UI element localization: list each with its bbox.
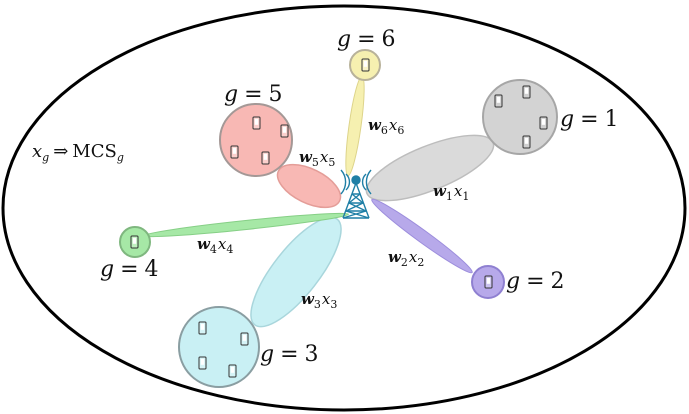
group-clusters bbox=[119, 49, 558, 388]
phone-icon bbox=[252, 116, 261, 130]
beam-weight-labels: w1x1 w2x2 w3x3 w4x4 w5x5 w6x6 bbox=[197, 116, 469, 311]
beam-6-weight: w6x6 bbox=[368, 116, 404, 137]
beam-5-weight: w5x5 bbox=[299, 148, 335, 169]
phone-icon bbox=[522, 85, 531, 99]
beam-2-weight: w2x2 bbox=[388, 248, 424, 269]
phone-icon bbox=[494, 94, 503, 108]
group-2-label: g=2 bbox=[506, 269, 565, 294]
phone-icon bbox=[280, 124, 289, 138]
beam-6 bbox=[345, 75, 365, 177]
mcs-annotation: xg⇒MCSg bbox=[32, 141, 124, 164]
mcs-lhs-sub: g bbox=[42, 151, 49, 164]
beam-2 bbox=[371, 198, 473, 274]
devices bbox=[130, 58, 548, 378]
phone-icon bbox=[261, 151, 270, 165]
phone-icon bbox=[522, 135, 531, 149]
phone-icon bbox=[484, 275, 493, 289]
group-6-label: g=6 bbox=[337, 27, 396, 52]
group-5-label: g=5 bbox=[224, 82, 283, 107]
group-3-cluster bbox=[178, 306, 260, 388]
beam-1-weight: w1x1 bbox=[433, 182, 469, 203]
phone-icon bbox=[240, 332, 249, 346]
mcs-rhs: MCS bbox=[72, 141, 117, 162]
mcs-rhs-sub: g bbox=[117, 151, 124, 164]
phone-icon bbox=[198, 356, 207, 370]
beam-5 bbox=[276, 163, 342, 209]
group-3-label: g=3 bbox=[260, 342, 319, 367]
cell-boundary bbox=[1, 4, 687, 412]
beam-3-weight: w3x3 bbox=[301, 290, 337, 311]
mcs-arrow: ⇒ bbox=[53, 141, 68, 162]
mcs-lhs-var: x bbox=[32, 141, 42, 162]
phone-icon bbox=[230, 145, 239, 159]
group-5-cluster bbox=[219, 103, 293, 177]
phone-icon bbox=[198, 321, 207, 335]
group-4-label: g=4 bbox=[100, 257, 159, 282]
base-station-tower-icon bbox=[340, 169, 372, 219]
beams bbox=[143, 75, 495, 328]
phone-icon bbox=[130, 235, 139, 249]
phone-icon bbox=[228, 364, 237, 378]
beam-3 bbox=[250, 216, 342, 328]
group-1-label: g=1 bbox=[560, 107, 619, 132]
group-labels: g=1 g=2 g=3 g=4 g=5 g=6 bbox=[100, 27, 619, 367]
phone-icon bbox=[539, 116, 548, 130]
phone-icon bbox=[361, 58, 370, 72]
beam-4-weight: w4x4 bbox=[197, 235, 233, 256]
